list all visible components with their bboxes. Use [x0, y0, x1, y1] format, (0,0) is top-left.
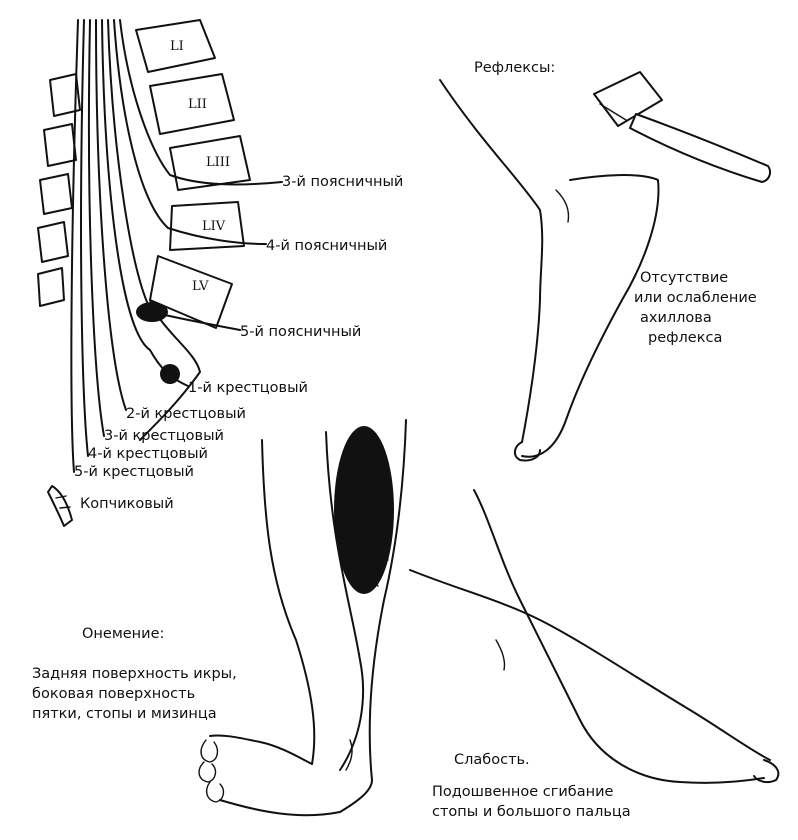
- numbness-area-hatch: [359, 547, 389, 587]
- vertebra-label: LII: [188, 97, 207, 112]
- disc-herniation-s1: [160, 364, 180, 384]
- numbness-title: Онемение:: [82, 626, 164, 642]
- reflex-foot-illustration: Рефлексы: Отсутствие или ослабление ахил…: [439, 60, 771, 462]
- vertebra-label: LI: [170, 39, 184, 54]
- leg-right-outline: [325, 431, 365, 771]
- nerve-label-s3: 3-й крестцовый: [104, 428, 224, 444]
- spinous-process: [39, 173, 73, 215]
- nerve-label-l3: 3-й поясничный: [282, 174, 403, 190]
- sacrum-outline: [139, 299, 201, 441]
- toes-outline: [209, 734, 313, 765]
- nerve-label-coccygeal: Копчиковый: [80, 496, 174, 512]
- reflexes-line-3: ахиллова: [640, 310, 712, 326]
- vertebra-l1: [135, 19, 216, 73]
- numbness-line-2: боковая поверхность: [32, 686, 195, 702]
- reflexes-line-1: Отсутствие: [640, 270, 728, 286]
- vertebra-l4: [169, 201, 245, 251]
- shin-front-outline: [521, 174, 660, 458]
- spinous-process: [43, 123, 77, 167]
- spinous-process: [37, 221, 69, 263]
- foot-lower-outline: [473, 489, 765, 784]
- toe: [200, 739, 219, 763]
- nerve-label-l5: 5-й поясничный: [240, 324, 361, 340]
- nerve-label-s2: 2-й крестцовый: [126, 406, 246, 422]
- vertebra-l2: [149, 73, 235, 135]
- nerve-label-s4: 4-й крестцовый: [88, 446, 208, 462]
- calf-back-outline: [439, 79, 544, 443]
- ankle-detail: [555, 189, 570, 223]
- heel-detail: [495, 639, 506, 671]
- nerve-label-s5: 5-й крестцовый: [74, 464, 194, 480]
- foot-sole: [219, 779, 373, 817]
- numbness-area: [334, 426, 394, 594]
- spinous-process: [37, 267, 65, 307]
- toe: [205, 781, 225, 803]
- weakness-line-1: Подошвенное сгибание: [432, 784, 614, 800]
- ankle-bone: [345, 739, 353, 771]
- nerve-root-s3: [87, 19, 105, 437]
- reflex-hammer-icon: [593, 71, 771, 183]
- vertebra-l5: [149, 255, 233, 329]
- big-toe-flexed: [753, 759, 780, 784]
- coccyx: [47, 485, 73, 527]
- big-toe: [514, 441, 541, 462]
- lumbar-spine: LI LII LIII LIV LV 3-й поясничный 4-й по…: [37, 19, 403, 527]
- foot-upper-outline: [409, 569, 771, 761]
- vertebra-label: LV: [192, 279, 209, 294]
- vertebra-label: LIV: [202, 219, 226, 234]
- nerve-root-l3: [119, 19, 283, 186]
- leg-back-outline: [368, 419, 407, 781]
- nerve-root-l4: [113, 19, 267, 245]
- disc-herniation-l5: [136, 302, 168, 322]
- reflexes-title: Рефлексы:: [474, 60, 555, 76]
- reflexes-line-2: или ослабление: [634, 290, 757, 306]
- weakness-line-2: стопы и большого пальца: [432, 804, 631, 820]
- nerve-root-s5: [70, 19, 79, 473]
- numbness-line-3: пятки, стопы и мизинца: [32, 706, 217, 722]
- leg-left-outline: [261, 439, 316, 765]
- numbness-text: Онемение: Задняя поверхность икры, боков…: [32, 626, 237, 722]
- spinous-process: [49, 73, 81, 117]
- nerve-root-s4: [80, 19, 89, 457]
- leg-illustration: [198, 419, 407, 817]
- nerve-root-l5: [107, 19, 241, 331]
- weakness-title: Слабость.: [454, 752, 530, 768]
- toe: [198, 761, 217, 783]
- nerve-root-s1: [101, 19, 189, 387]
- nerve-label-s1: 1-й крестцовый: [188, 380, 308, 396]
- numbness-line-1: Задняя поверхность икры,: [32, 666, 237, 682]
- reflexes-line-4: рефлекса: [648, 330, 722, 346]
- plantar-flexion-foot: Слабость. Подошвенное сгибание стопы и б…: [409, 489, 780, 820]
- vertebra-label: LIII: [206, 155, 230, 170]
- nerve-root-s2: [95, 19, 127, 411]
- nerve-label-l4: 4-й поясничный: [266, 238, 387, 254]
- coccyx-segment: [55, 495, 71, 509]
